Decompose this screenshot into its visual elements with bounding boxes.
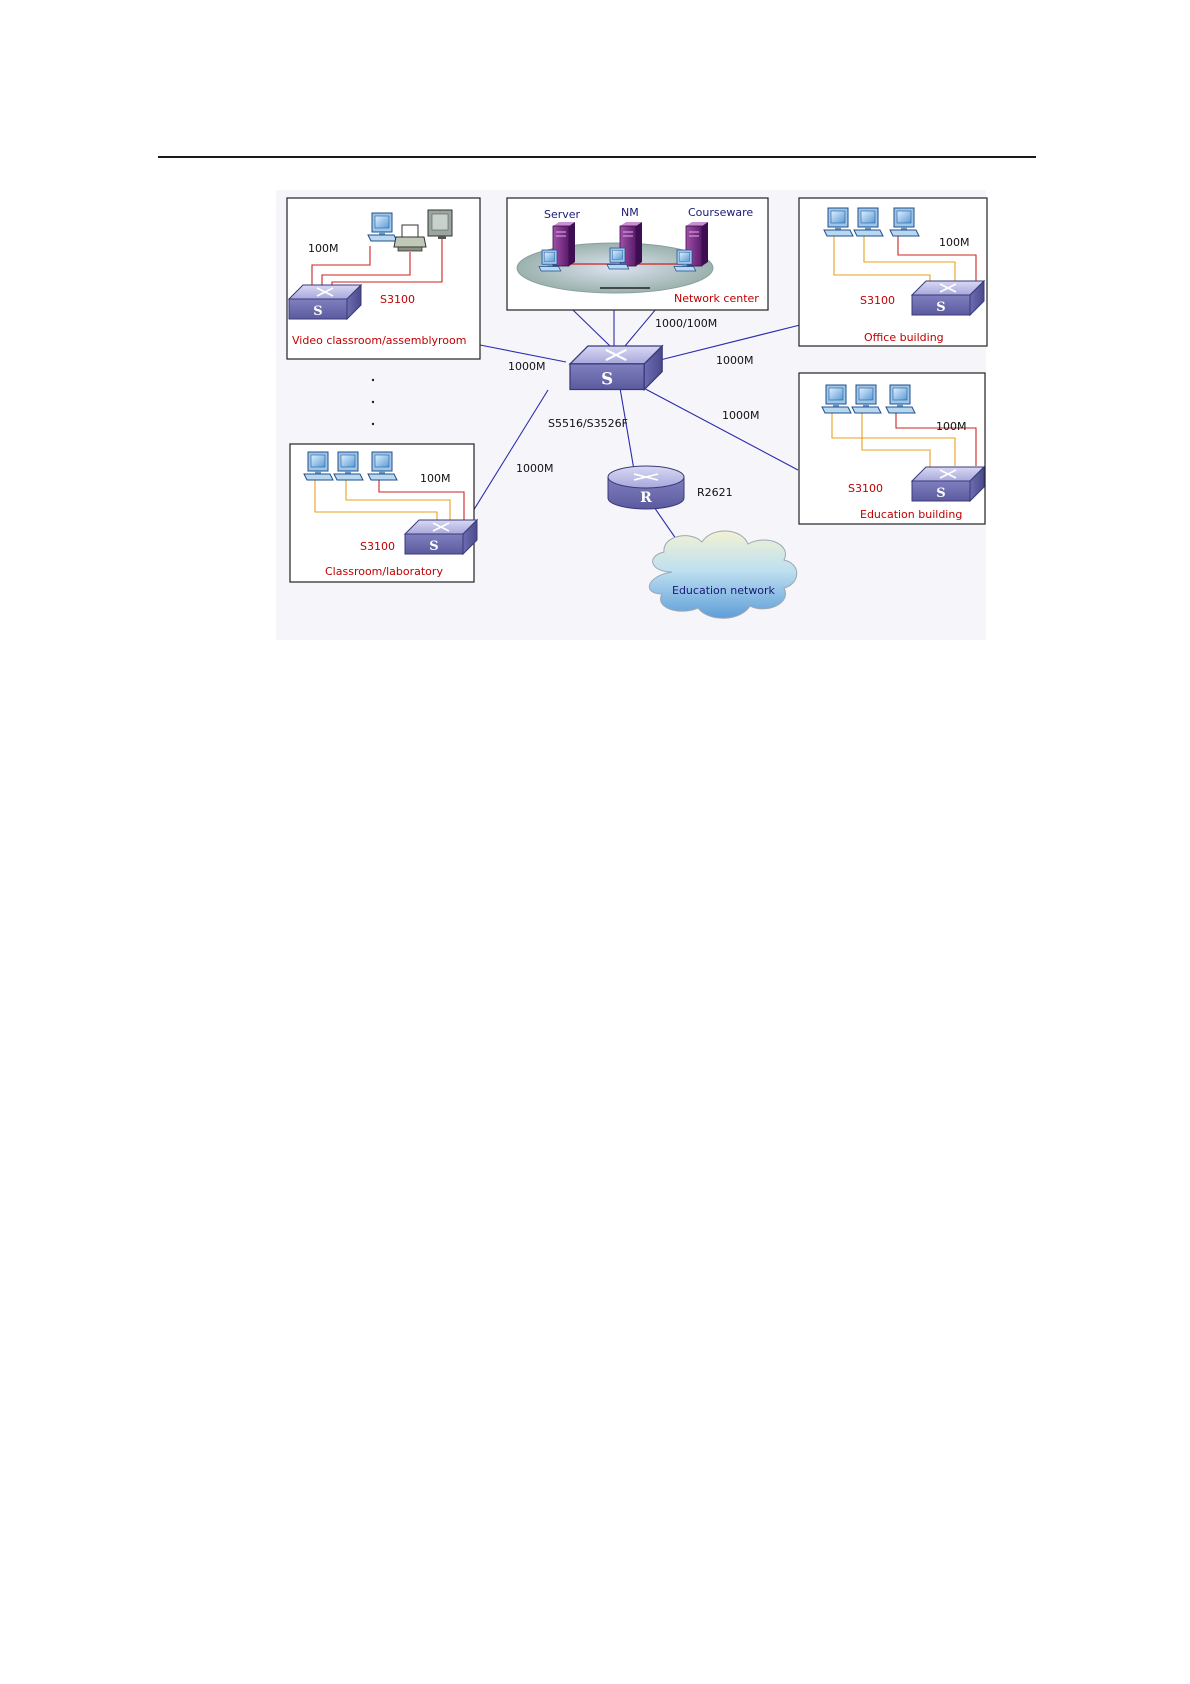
- core-switch-icon: [570, 346, 662, 390]
- video-speed-label: 100M: [308, 242, 339, 255]
- classroom-title: Classroom/laboratory: [325, 565, 443, 578]
- office-title: Office building: [864, 331, 944, 344]
- link-label-video: 1000M: [508, 360, 546, 373]
- classroom-speed-label: 100M: [420, 472, 451, 485]
- link-label-classroom: 1000M: [516, 462, 554, 475]
- office-box: [799, 198, 987, 346]
- office-switch-label: S3100: [860, 294, 895, 307]
- router-label: R2621: [697, 486, 733, 499]
- network-center-group: Server NM Courseware Network center: [507, 198, 768, 310]
- education-speed-label: 100M: [936, 420, 967, 433]
- s3100-switch-icon: [912, 467, 984, 501]
- video-room-title: Video classroom/assemblyroom: [292, 334, 466, 347]
- cloud-label: Education network: [672, 584, 776, 597]
- s3100-switch-icon: [912, 281, 984, 315]
- nm-label: NM: [621, 206, 639, 219]
- link-label-education: 1000M: [722, 409, 760, 422]
- s3100-switch-icon: [405, 520, 477, 554]
- tv-monitor-icon: [428, 210, 452, 239]
- link-label-office: 1000M: [716, 354, 754, 367]
- video-switch-label: S3100: [380, 293, 415, 306]
- svg-text:R: R: [640, 490, 652, 506]
- courseware-label: Courseware: [688, 206, 753, 219]
- video-room-group: 100M S3100 Video classroom/assemblyroom: [287, 198, 480, 359]
- server-label: Server: [544, 208, 581, 221]
- network-center-title: Network center: [674, 292, 759, 305]
- classroom-switch-label: S3100: [360, 540, 395, 553]
- core-switch-label: S5516/S3526F: [548, 417, 628, 430]
- education-title: Education building: [860, 508, 962, 521]
- link-label-network-center: 1000/100M: [655, 317, 717, 330]
- education-group: 100M S3100 Education building: [799, 373, 985, 524]
- s3100-switch-icon: [289, 285, 361, 319]
- classroom-group: 100M S3100 Classroom/laboratory: [290, 444, 477, 582]
- office-speed-label: 100M: [939, 236, 970, 249]
- router-icon: R: [608, 466, 684, 509]
- office-group: 100M S3100 Office building: [799, 198, 987, 346]
- education-switch-label: S3100: [848, 482, 883, 495]
- cloud-icon: [649, 531, 796, 618]
